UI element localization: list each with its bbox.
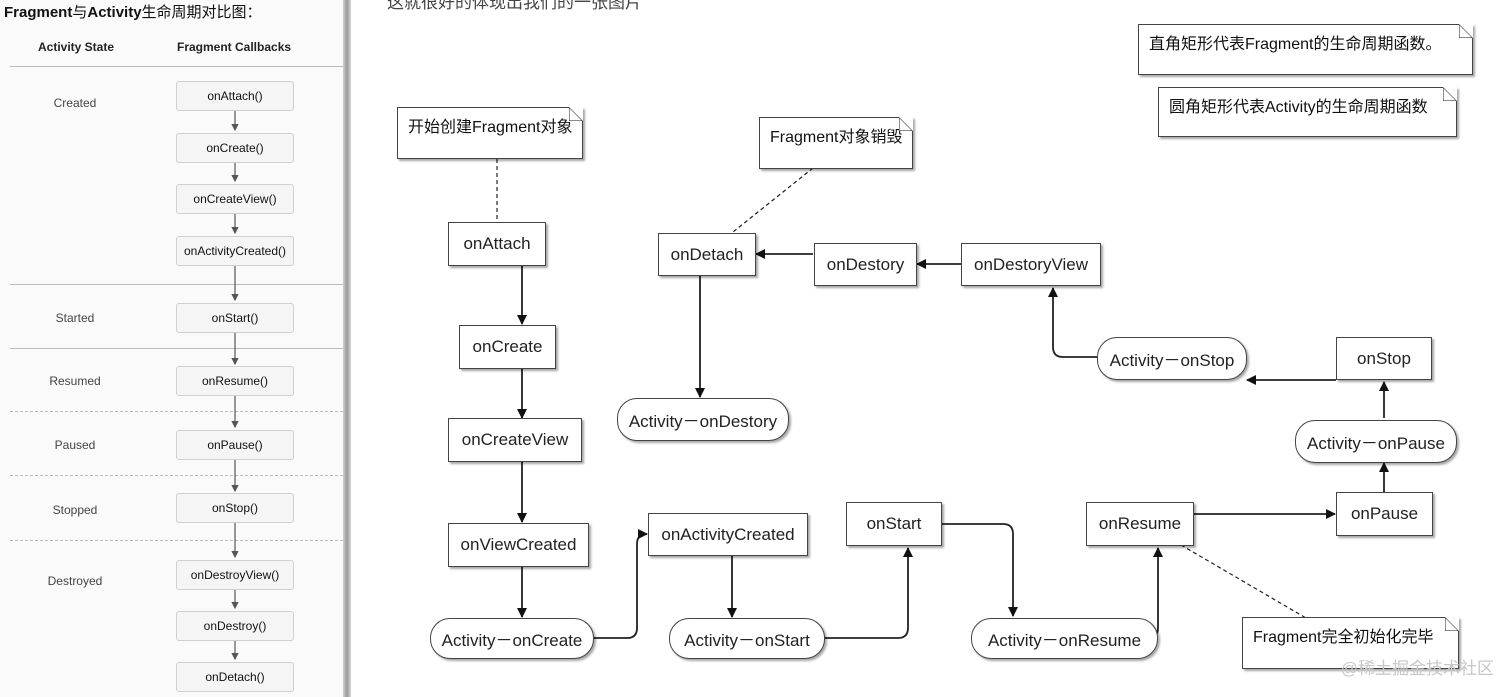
divider [10, 475, 343, 476]
folded-corner-icon [1459, 24, 1473, 38]
divider [10, 284, 343, 285]
node-ondestoryview: onDestoryView [961, 243, 1101, 286]
folded-corner-icon [899, 117, 914, 131]
watermark: @稀土掘金技术社区 [1340, 659, 1494, 678]
callback-onstart: onStart() [176, 303, 294, 333]
node-activity-oncreate: Activity－onCreate [430, 618, 594, 659]
node-onresume: onResume [1086, 502, 1194, 546]
fragment-lifecycle-diagram: 这就很好的体现出我们的一张图片 [351, 0, 1512, 697]
callback-oncreate: onCreate() [176, 133, 294, 163]
lifecycle-comparison-table: Fragment与Activity生命周期对比图： Activity State… [0, 0, 343, 697]
callback-ondetach: onDetach() [176, 662, 294, 692]
state-started: Started [55, 311, 95, 325]
node-ondestory: onDestory [814, 243, 917, 286]
node-oncreate: onCreate [459, 325, 556, 369]
callback-onstop: onStop() [176, 493, 294, 523]
callback-ondestroy: onDestroy() [176, 611, 294, 641]
title-part-activity: Activity [87, 4, 142, 21]
node-ondetach: onDetach [658, 233, 756, 276]
note-start-create: 开始创建Fragment对象 [397, 107, 584, 159]
folded-corner-icon [1445, 617, 1459, 631]
callback-arrows [231, 111, 239, 661]
header-activity-state: Activity State [38, 40, 115, 54]
node-onviewcreated: onViewCreated [448, 523, 589, 567]
node-onactivitycreated: onActivityCreated [648, 513, 808, 556]
state-paused: Paused [54, 438, 96, 452]
callback-onpause: onPause() [176, 430, 294, 460]
note-text: Fragment完全初始化完毕 [1253, 629, 1434, 646]
divider [10, 348, 343, 349]
note-text: 直角矩形代表Fragment的生命周期函数。 [1149, 36, 1442, 53]
header-fragment-callbacks: Fragment Callbacks [177, 40, 292, 54]
note-fragment-destroyed: Fragment对象销毁 [759, 117, 914, 169]
node-onpause: onPause [1336, 492, 1433, 536]
state-destroyed: Destroyed [47, 574, 103, 588]
node-activity-onpause: Activity－onPause [1295, 420, 1457, 463]
cropped-caption: 这就很好的体现出我们的一张图片 [387, 0, 642, 12]
note-init-done: Fragment完全初始化完毕 [1242, 617, 1459, 669]
note-rect-legend: 直角矩形代表Fragment的生命周期函数。 [1138, 24, 1473, 75]
node-activity-onstart: Activity－onStart [669, 618, 825, 659]
node-activity-onresume: Activity－onResume [971, 618, 1158, 659]
note-text: Fragment对象销毁 [770, 129, 903, 146]
node-onattach: onAttach [448, 222, 546, 266]
callback-ondestroyview: onDestroyView() [176, 560, 294, 590]
title-part-fragment: Fragment [4, 4, 73, 21]
note-text: 开始创建Fragment对象 [408, 119, 573, 136]
divider [10, 411, 343, 412]
note-text: 圆角矩形代表Activity的生命周期函数 [1169, 99, 1428, 116]
folded-corner-icon [1443, 87, 1457, 101]
node-activity-ondestory: Activity－onDestory [617, 398, 789, 441]
panel-divider [343, 0, 351, 697]
state-resumed: Resumed [49, 374, 101, 388]
callback-oncreateview: onCreateView() [176, 184, 294, 214]
title-part-rest: 生命周期对比图： [141, 4, 262, 21]
title-part-and: 与 [72, 4, 88, 21]
table-title: Fragment与Activity生命周期对比图： [4, 1, 262, 22]
state-created: Created [53, 96, 97, 110]
divider [10, 540, 343, 541]
divider [10, 66, 343, 67]
node-activity-onstop: Activity－onStop [1097, 337, 1247, 380]
state-stopped: Stopped [52, 503, 98, 517]
node-onstop: onStop [1336, 337, 1432, 380]
callback-onactivitycreated: onActivityCreated() [176, 236, 294, 266]
callback-onattach: onAttach() [176, 81, 294, 111]
node-oncreateview: onCreateView [448, 418, 582, 462]
node-onstart: onStart [846, 502, 942, 546]
callback-onresume: onResume() [176, 366, 294, 396]
note-round-legend: 圆角矩形代表Activity的生命周期函数 [1158, 87, 1457, 137]
folded-corner-icon [569, 107, 584, 121]
